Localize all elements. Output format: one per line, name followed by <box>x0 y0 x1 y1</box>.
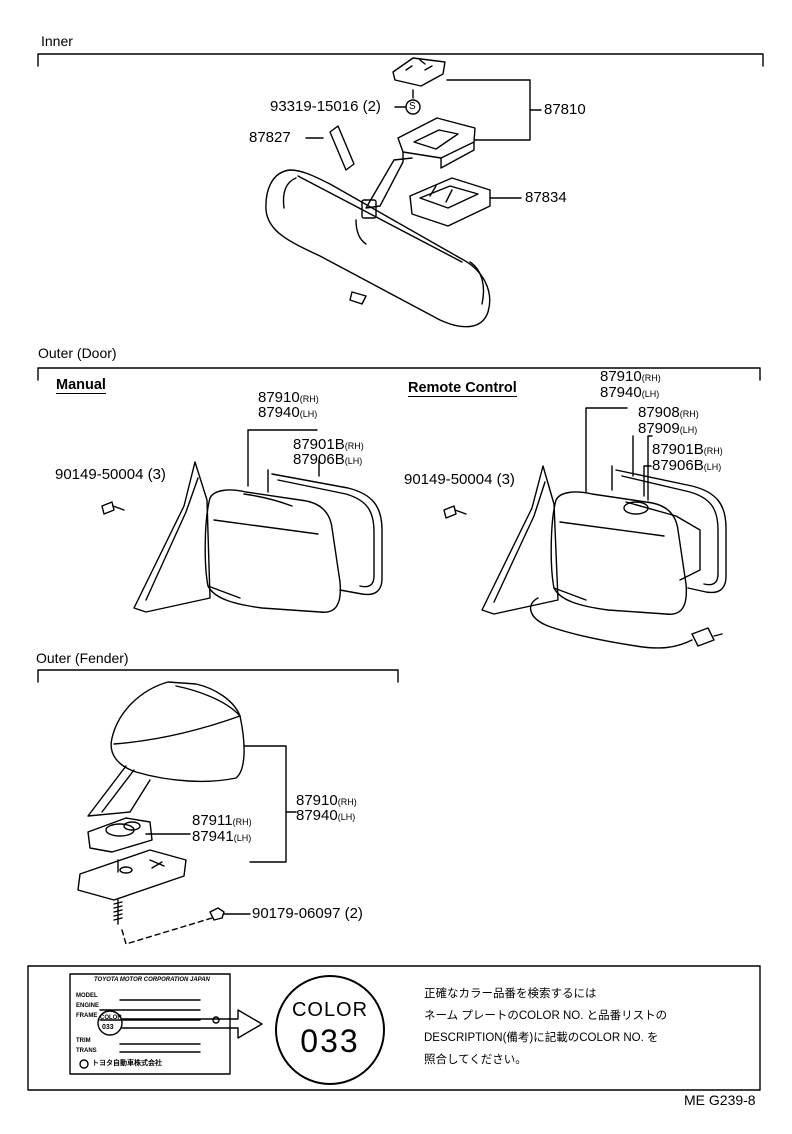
note-line-1: 正確なカラー品番を検索するには <box>424 988 597 1000</box>
fender-stud <box>113 859 123 925</box>
nameplate-color-value: 033 <box>102 1024 114 1031</box>
label-remote-mirror-lh: 87940(LH) <box>600 384 660 401</box>
remote-mirror-housing <box>550 491 688 615</box>
label-remote-motor-rh: 87908(RH) <box>638 404 699 421</box>
color-badge-label: COLOR <box>291 999 369 1021</box>
label-fender-mirror-rh: 87910(RH) <box>296 792 357 809</box>
nameplate <box>69 973 231 1075</box>
color-arrow <box>97 1009 263 1039</box>
section-title-inner: Inner <box>41 33 73 49</box>
outer-door-bracket <box>37 367 761 381</box>
inner-pin <box>329 125 355 171</box>
remote-glass-frame <box>611 465 727 594</box>
note-box <box>27 965 761 1091</box>
manual-leaders <box>247 429 320 487</box>
label-fender-base-rh: 87911(RH) <box>192 812 252 829</box>
nameplate-trans: TRANS <box>76 1048 97 1054</box>
manual-screw <box>101 501 125 515</box>
fender-dashed-line <box>121 917 213 945</box>
label-fender-base-lh: 87941(LH) <box>192 828 252 845</box>
nameplate-engine: ENGINE <box>76 1003 100 1009</box>
note-line-2: ネーム プレートのCOLOR NO. と品番リストの <box>424 1010 668 1022</box>
nameplate-model: MODEL <box>76 993 98 999</box>
inner-mount-plate <box>392 57 446 87</box>
nameplate-color-label: COLOR <box>100 1015 122 1021</box>
label-remote-screw: 90149-50004 (3) <box>404 471 515 488</box>
label-manual-screw: 90149-50004 (3) <box>55 466 166 483</box>
page-code: ME G239-8 <box>684 1092 756 1108</box>
label-inner-screw: 93319-15016 (2) <box>270 98 381 115</box>
fender-mirror-stem <box>87 765 151 817</box>
manual-mirror-base <box>133 461 211 613</box>
label-fender-mirror-lh: 87940(LH) <box>296 807 356 824</box>
fender-mirror-head <box>110 681 245 783</box>
inner-bracket <box>37 53 764 67</box>
fender-leaders <box>145 745 297 915</box>
label-remote-glass-lh: 87906B(LH) <box>652 457 722 474</box>
remote-mirror-base <box>481 465 559 615</box>
subsection-remote: Remote Control <box>408 380 517 397</box>
label-fender-nut: 90179-06097 (2) <box>252 905 363 922</box>
note-line-4: 照合してください。 <box>424 1054 527 1066</box>
fender-nut <box>209 907 225 921</box>
nameplate-company: TOYOTA MOTOR CORPORATION JAPAN <box>94 977 210 983</box>
label-manual-glass-lh: 87906B(LH) <box>293 451 363 468</box>
remote-motor <box>623 501 701 581</box>
fender-base <box>87 817 153 853</box>
label-remote-motor-lh: 87909(LH) <box>638 420 698 437</box>
label-remote-glass-rh: 87901B(RH) <box>652 441 723 458</box>
remote-leaders <box>585 407 653 501</box>
label-inner-assembly: 87810 <box>544 101 586 118</box>
inner-mirror-body <box>265 169 491 328</box>
label-manual-mirror-rh: 87910(RH) <box>258 389 319 406</box>
outer-fender-bracket <box>37 669 399 683</box>
section-title-outer-fender: Outer (Fender) <box>36 650 129 666</box>
manual-mirror-housing <box>204 489 342 613</box>
section-title-outer-door: Outer (Door) <box>38 345 117 361</box>
color-badge: COLOR 033 <box>275 975 385 1085</box>
inner-cover <box>409 177 491 227</box>
nameplate-trim: TRIM <box>76 1038 91 1044</box>
inner-leaders <box>305 79 542 199</box>
label-inner-pin: 87827 <box>249 129 291 146</box>
label-manual-glass-rh: 87901B(RH) <box>293 436 364 453</box>
nameplate-maker: トヨタ自動車株式会社 <box>92 1060 162 1067</box>
remote-wire <box>529 597 723 649</box>
inner-mirror-bracket <box>361 117 476 219</box>
remote-screw <box>443 505 467 519</box>
fender-plate <box>77 849 187 901</box>
subsection-manual: Manual <box>56 377 106 394</box>
label-inner-cover: 87834 <box>525 189 567 206</box>
nameplate-frame: FRAME <box>76 1013 98 1019</box>
color-badge-value: 033 <box>300 1023 360 1059</box>
label-manual-mirror-lh: 87940(LH) <box>258 404 318 421</box>
note-line-3: DESCRIPTION(備考)に記載のCOLOR NO. を <box>424 1032 659 1044</box>
label-remote-mirror-rh: 87910(RH) <box>600 368 661 385</box>
label-inner-screw-symbol: S <box>409 101 416 112</box>
manual-glass-frame <box>267 469 383 596</box>
